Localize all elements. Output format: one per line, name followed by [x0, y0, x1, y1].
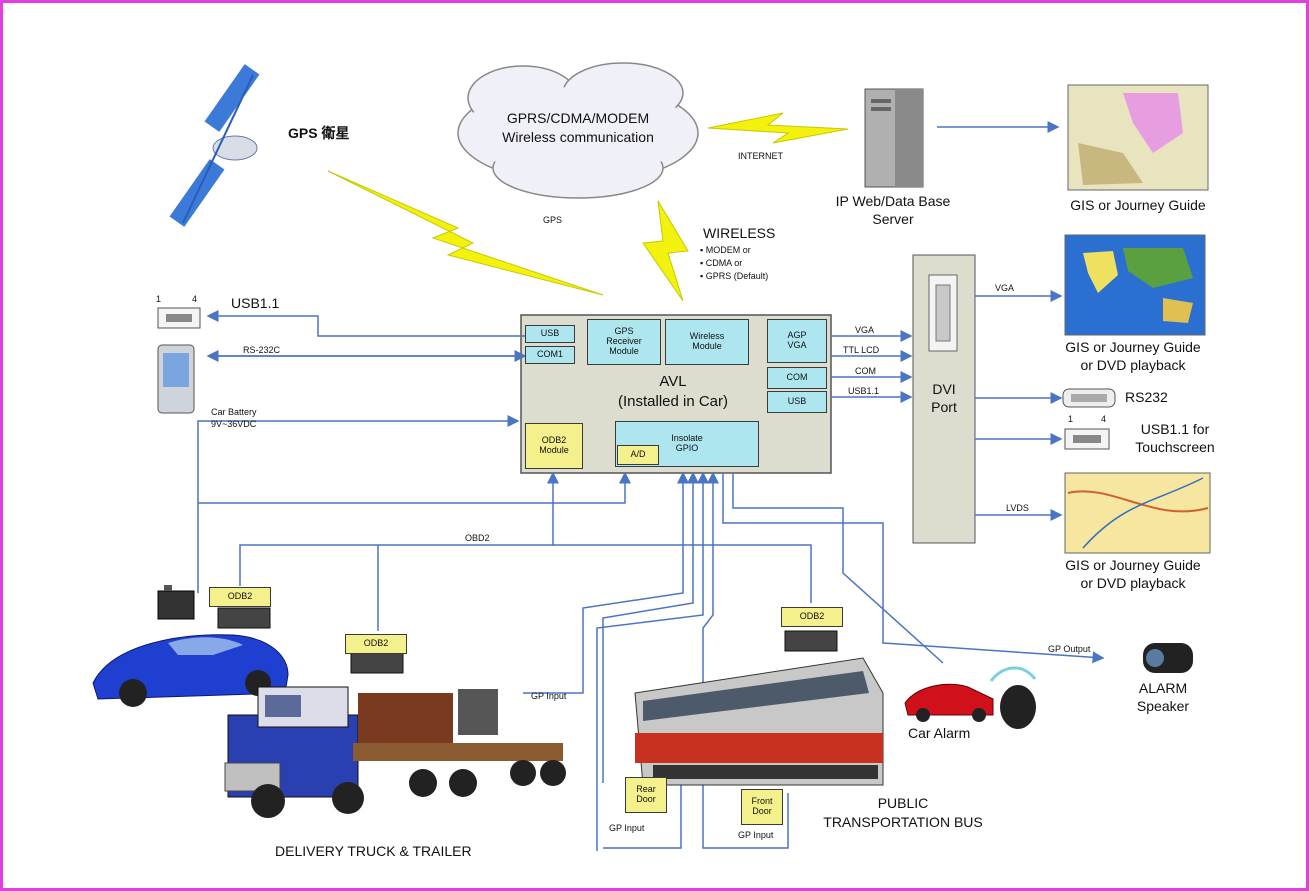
avl-gps-receiver-module: GPS Receiver Module	[587, 319, 661, 365]
left-usb-label: USB1.1	[231, 295, 280, 311]
usb-touch-pin4: 4	[1101, 414, 1107, 424]
usb-port-icon	[157, 307, 201, 329]
obd2-bus-label: OBD2	[465, 533, 490, 543]
truck-icon	[224, 686, 566, 818]
gps-receiver-line3: Module	[609, 345, 639, 356]
alarm-speaker-icon	[1143, 643, 1193, 673]
server-label-line1: IP Web/Data Base	[835, 193, 951, 209]
avl-odb2-module: ODB2 Module	[525, 423, 583, 469]
cloud-title: GPRS/CDMA/MODEM	[506, 110, 650, 126]
dvi-lvds-link-label: LVDS	[1006, 503, 1029, 513]
truck-gp-input-label: GP Input	[531, 691, 567, 701]
wireless-title: WIRELESS	[703, 225, 776, 241]
gis-map-lvds-icon	[1064, 472, 1211, 554]
cloud-subtitle: Wireless communication	[502, 129, 654, 145]
alarm-speaker-label-line1: ALARM	[1138, 680, 1188, 696]
rear-door-gp-input-label: GP Input	[609, 823, 645, 833]
battery-icon	[157, 585, 195, 620]
server-label-line2: Server	[872, 211, 914, 227]
rear-door-line2: Door	[636, 794, 656, 804]
agp-vga-line2: VGA	[787, 340, 807, 350]
obd2-device-icon	[217, 607, 838, 674]
gis-lvds-label-line1: GIS or Journey Guide	[1065, 557, 1201, 573]
red-car-icon	[904, 683, 994, 722]
gps-link-label: GPS	[543, 215, 563, 225]
wireless-item-modem: ▪ MODEM or	[700, 245, 751, 255]
agp-vga-line1: AGP	[787, 330, 807, 341]
gis-top-label: GIS or Journey Guide	[1070, 197, 1206, 213]
gis-vga-label-line1: GIS or Journey Guide	[1065, 339, 1201, 355]
bus-label-line1: PUBLIC	[877, 795, 929, 811]
rear-door-line1: Rear	[636, 784, 656, 795]
avl-ad-module: A/D	[617, 445, 659, 465]
avl-wireless-module: Wireless Module	[665, 319, 749, 365]
left-rs232-label: RS-232C	[243, 345, 281, 355]
avl-output-ttl-lcd: TTL LCD	[843, 345, 880, 355]
wireless-item-gprs: ▪ GPRS (Default)	[700, 271, 769, 281]
gp-output-label: GP Output	[1048, 644, 1091, 654]
server-icon	[864, 88, 924, 188]
avl-subtitle: (Installed in Car)	[617, 393, 729, 410]
front-door-line2: Door	[752, 806, 772, 816]
left-usb-pin1: 1	[156, 294, 162, 304]
gps-satellite-label: GPS 衛星	[288, 125, 350, 141]
usb-touch-pin1: 1	[1068, 414, 1074, 424]
usb-touch-label-line1: USB1.1 for	[1140, 421, 1210, 437]
front-door-line1: Front	[751, 796, 773, 807]
avl-com-module: COM	[767, 367, 827, 389]
wireless-module-line2: Module	[692, 341, 722, 351]
obd2-box-truck: ODB2	[345, 634, 407, 654]
avl-title: AVL	[659, 373, 687, 390]
front-door-gp-input-label: GP Input	[738, 830, 774, 840]
bus-label-line2: TRANSPORTATION BUS	[823, 814, 983, 830]
gps-link-bolt-icon	[327, 170, 604, 296]
isolate-gpio-line2: GPIO	[675, 443, 699, 453]
internet-link-bolt-icon	[707, 112, 849, 144]
avl-output-com: COM	[855, 366, 876, 376]
internet-label: INTERNET	[738, 151, 783, 161]
avl-usb-module: USB	[525, 325, 575, 343]
wireless-link-bolt-icon	[642, 200, 689, 302]
car-alarm-remote-icon	[989, 666, 1037, 729]
dvi-vga-link-label: VGA	[995, 283, 1015, 293]
obd2-box-bus: ODB2	[781, 607, 843, 627]
left-usb-pin4: 4	[192, 294, 198, 304]
avl-output-usb: USB1.1	[848, 386, 880, 396]
odb2-module-line1: ODB2	[541, 435, 567, 446]
dvi-port-label-line2: Port	[931, 399, 957, 415]
odb2-module-line2: Module	[539, 445, 569, 455]
bus-icon	[634, 657, 884, 786]
front-door-box: Front Door	[741, 789, 783, 825]
car-alarm-label: Car Alarm	[908, 725, 971, 741]
rs232-label: RS232	[1125, 389, 1168, 405]
gps-receiver-line1: GPS	[614, 326, 634, 337]
gps-receiver-line2: Receiver	[606, 336, 642, 347]
gis-lvds-label-line2: or DVD playback	[1080, 575, 1186, 591]
avl-agp-vga-module: AGP VGA	[767, 319, 827, 363]
cloud-icon	[457, 62, 699, 199]
gis-map-vga-icon	[1064, 234, 1206, 336]
usb-touch-label-line2: Touchscreen	[1135, 439, 1215, 455]
avl-usb-right-module: USB	[767, 391, 827, 413]
isolate-gpio-line1: Insolate	[671, 433, 703, 444]
rear-door-box: Rear Door	[625, 777, 667, 813]
pda-icon	[157, 344, 195, 414]
rs232-connector-icon	[1062, 388, 1116, 408]
obd2-box-car: ODB2	[209, 587, 271, 607]
wireless-item-cdma: ▪ CDMA or	[700, 258, 743, 268]
wireless-module-line1: Wireless	[689, 331, 725, 342]
alarm-speaker-label-line2: Speaker	[1136, 698, 1190, 714]
dvi-connector-icon	[928, 274, 958, 352]
truck-label: DELIVERY TRUCK & TRAILER	[275, 843, 472, 859]
avl-com1-module: COM1	[525, 346, 575, 364]
gps-satellite-icon	[169, 64, 260, 227]
avl-output-vga: VGA	[855, 325, 875, 335]
dvi-port-label-line1: DVI	[932, 381, 956, 397]
battery-label-line1: Car Battery	[211, 407, 257, 417]
usb-touch-connector-icon	[1064, 428, 1110, 450]
gis-vga-label-line2: or DVD playback	[1080, 357, 1186, 373]
battery-label-line2: 9V~36VDC	[211, 419, 257, 429]
gis-map-top-icon	[1067, 84, 1209, 191]
